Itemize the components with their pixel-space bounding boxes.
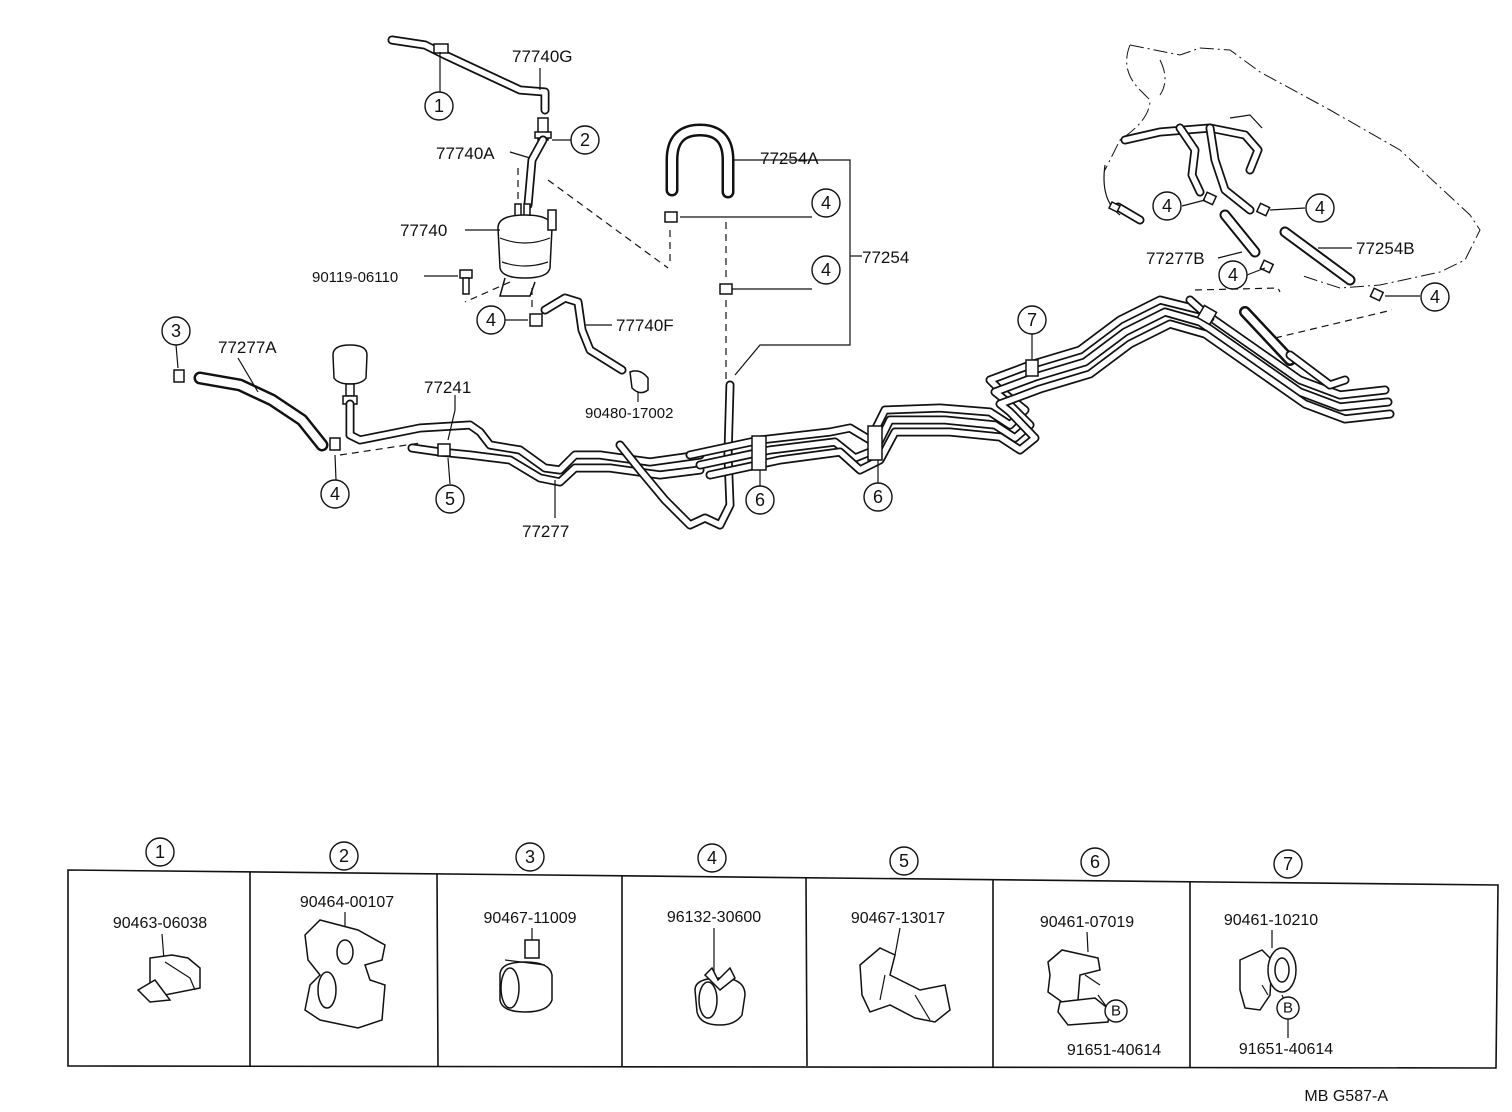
- svg-text:5: 5: [445, 489, 455, 509]
- label-77740: 77740: [400, 221, 447, 240]
- callout-4: 4: [1152, 191, 1182, 221]
- tank-hoses: [1194, 191, 1393, 339]
- callout-3: 3: [161, 316, 191, 346]
- legend-b-7: B: [1283, 1000, 1293, 1017]
- label-77740G: 77740G: [512, 47, 573, 66]
- callout-4: 4: [1305, 193, 1335, 223]
- callout-4: 4: [1420, 282, 1450, 312]
- svg-text:4: 4: [1315, 198, 1325, 218]
- callout-4: 4: [811, 188, 841, 218]
- callout-2: 2: [570, 125, 600, 155]
- svg-text:4: 4: [1228, 265, 1238, 285]
- svg-text:3: 3: [171, 321, 181, 341]
- callouts: 1 2 4 4 4 3 4 5 6 6 7 4 4 4 4: [161, 91, 1450, 515]
- callout-4: 4: [320, 479, 350, 509]
- legend-part-4: 96132-30600: [667, 909, 761, 926]
- svg-text:4: 4: [821, 260, 831, 280]
- callout-7: 7: [1017, 305, 1047, 335]
- legend-key-5: 5: [899, 851, 909, 871]
- legend-part-6: 90461-07019: [1040, 914, 1134, 931]
- legend-key-7: 7: [1283, 854, 1293, 874]
- legend-key-1: 1: [155, 842, 165, 862]
- legend-table: [67, 869, 1499, 1069]
- callout-6: 6: [863, 482, 893, 512]
- svg-text:1: 1: [434, 96, 444, 116]
- label-77254B: 77254B: [1356, 239, 1415, 258]
- legend-cell-2: 2 90464-00107: [300, 841, 394, 1029]
- legend-cell-3: 3 90467-11009: [483, 842, 577, 1013]
- legend-key-3: 3: [525, 847, 535, 867]
- fuel-filter-assembly: [387, 35, 669, 394]
- legend-part-1: 90463-06038: [113, 915, 207, 932]
- callout-6: 6: [745, 485, 775, 515]
- legend-sub-7: 91651-40614: [1239, 1041, 1333, 1058]
- label-77277: 77277: [522, 522, 569, 541]
- legend-part-7: 90461-10210: [1224, 912, 1318, 929]
- leader-lines: [175, 52, 1420, 518]
- legend-sub-6: 91651-40614: [1067, 1042, 1161, 1059]
- label-77254: 77254: [862, 248, 909, 267]
- label-77740A: 77740A: [436, 144, 495, 163]
- legend-cell-4: 4 96132-30600: [667, 843, 761, 1026]
- svg-text:4: 4: [1162, 196, 1172, 216]
- svg-text:4: 4: [330, 484, 340, 504]
- u-hose: [664, 123, 735, 380]
- legend-part-3: 90467-11009: [483, 910, 576, 927]
- svg-text:4: 4: [1430, 287, 1440, 307]
- left-lines: [173, 344, 735, 530]
- svg-text:4: 4: [486, 310, 496, 330]
- callout-4: 4: [811, 255, 841, 285]
- legend-part-5: 90467-13017: [851, 910, 945, 927]
- svg-text:6: 6: [755, 490, 765, 510]
- label-77277B: 77277B: [1146, 249, 1205, 268]
- label-90119-06110: 90119-06110: [312, 269, 398, 286]
- legend-b-6: B: [1111, 1003, 1121, 1020]
- callout-4: 4: [1218, 260, 1248, 290]
- svg-text:7: 7: [1027, 310, 1037, 330]
- callout-1: 1: [424, 91, 454, 121]
- part-labels: 77740G 77740A 77740 90119-06110 77740F 9…: [218, 47, 1415, 541]
- legend-part-2: 90464-00107: [300, 894, 394, 911]
- legend-cell-7: 7 90461-10210 B 91651-40614: [1224, 849, 1333, 1058]
- svg-text:6: 6: [873, 487, 883, 507]
- tank-top-pipes: [1107, 114, 1263, 225]
- legend-key-6: 6: [1090, 852, 1100, 872]
- callout-4: 4: [476, 305, 506, 335]
- legend-key-4: 4: [707, 848, 717, 868]
- diagram-code: MB G587-A: [1304, 1088, 1388, 1105]
- legend-cell-6: 6 90461-07019 B 91651-40614: [1040, 847, 1161, 1059]
- label-77277A: 77277A: [218, 338, 277, 357]
- label-77241: 77241: [424, 378, 471, 397]
- label-90480-17002: 90480-17002: [585, 405, 673, 422]
- label-77740F: 77740F: [616, 316, 674, 335]
- callout-5: 5: [435, 484, 465, 514]
- svg-text:4: 4: [821, 193, 831, 213]
- label-77254A: 77254A: [760, 149, 819, 168]
- legend-cell-5: 5 90467-13017: [851, 846, 951, 1023]
- legend-key-2: 2: [339, 846, 349, 866]
- svg-text:2: 2: [580, 130, 590, 150]
- main-pipe-bundle: [685, 295, 1395, 480]
- legend-cell-1: 1 90463-06038: [113, 837, 207, 1003]
